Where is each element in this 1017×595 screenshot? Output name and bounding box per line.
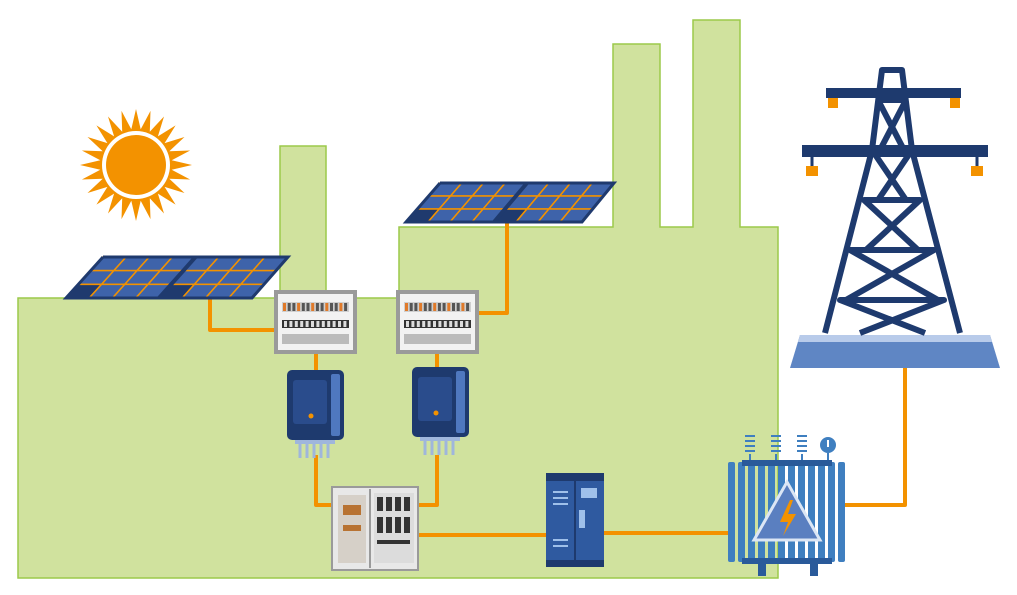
- wire-inverter1-cabinet: [314, 455, 334, 507]
- distribution-cabinet-icon: [331, 486, 419, 571]
- solar-panel-icon: [62, 255, 292, 300]
- inverter-icon: [287, 370, 344, 458]
- solar-panel-icon: [402, 181, 618, 224]
- wire-transformer-tower: [844, 366, 907, 507]
- combiner-box-icon: [274, 290, 357, 354]
- sun-icon: [80, 109, 192, 221]
- wire-panel1-combiner1: [208, 296, 276, 332]
- wiring: [208, 220, 907, 537]
- wire-inverter2-cabinet: [416, 455, 439, 507]
- wire-panel2-combiner2: [476, 220, 509, 315]
- transformer-icon: [728, 435, 845, 576]
- transmission-tower-icon: [790, 67, 1000, 368]
- storage-cabinet-icon: [546, 473, 604, 567]
- combiner-box-icon: [396, 290, 479, 354]
- inverter-icon: [412, 367, 469, 455]
